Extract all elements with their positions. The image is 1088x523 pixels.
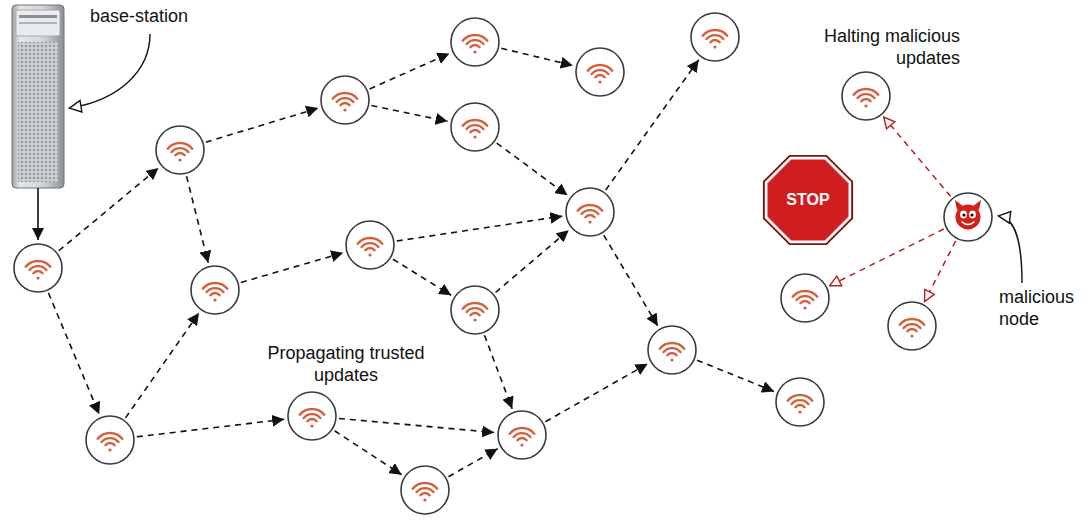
- sensor-node: [321, 76, 369, 124]
- leader-line: [70, 34, 150, 108]
- trusted-update-arrow: [397, 216, 563, 241]
- octagon-fill: [768, 160, 849, 241]
- annotation: Propagating trusted updates: [262, 343, 430, 386]
- leader-line: [999, 216, 1022, 283]
- octagon-border: [763, 155, 853, 245]
- sensor-node: [691, 13, 739, 61]
- sensor-node: [401, 466, 449, 514]
- sensor-node: [566, 188, 614, 236]
- sensor-node: [14, 244, 62, 292]
- stop-sign: STOP: [762, 154, 854, 246]
- stop-text: STOP: [786, 191, 829, 209]
- malicious-node-icon: [944, 193, 992, 241]
- trusted-update-arrow: [501, 48, 573, 65]
- sensor-node: [776, 378, 824, 426]
- trusted-update-arrow: [497, 143, 568, 195]
- malicious-update-arrow: [884, 117, 951, 196]
- sensor-node: [451, 18, 499, 66]
- octagon-ring: [765, 157, 851, 243]
- trusted-update-arrow: [187, 176, 209, 263]
- trusted-update-arrow: [137, 419, 284, 437]
- sensor-node: [576, 48, 624, 96]
- trusted-update-arrow: [370, 53, 450, 89]
- trusted-update-arrow: [545, 364, 647, 422]
- server-icon: [12, 5, 64, 188]
- sensor-node: [888, 302, 936, 350]
- base-station-link: [37, 188, 39, 240]
- trusted-update-arrow: [496, 230, 569, 292]
- trusted-update-arrow: [125, 313, 198, 418]
- sensor-node: [346, 221, 394, 269]
- sensor-node: [86, 416, 134, 464]
- trusted-update-arrow: [485, 335, 513, 409]
- annotation: Halting malicious updates: [808, 26, 960, 69]
- trusted-update-arrow: [339, 418, 494, 432]
- trusted-update-arrow: [697, 360, 774, 391]
- sensor-node: [648, 326, 696, 374]
- sensor-node: [498, 411, 546, 459]
- sensor-node: [288, 392, 336, 440]
- sensor-node: [451, 103, 499, 151]
- trusted-update-arrow: [241, 253, 343, 283]
- trusted-update-arrow: [206, 108, 318, 142]
- sensor-node: [451, 286, 499, 334]
- component-label: malicious node: [999, 287, 1083, 330]
- trusted-update-arrow: [604, 235, 658, 326]
- sensor-node: [781, 274, 829, 322]
- component-label: base-station: [90, 6, 260, 28]
- trusted-update-arrow: [448, 449, 497, 477]
- sensor-node: [191, 266, 239, 314]
- trusted-update-arrow: [371, 105, 447, 121]
- sensor-node: [842, 72, 890, 120]
- trusted-update-arrow: [393, 259, 451, 295]
- trusted-update-arrow: [335, 431, 402, 475]
- malicious-update-arrow: [830, 229, 944, 286]
- sensor-node: [156, 126, 204, 174]
- malicious-update-arrow: [925, 241, 956, 301]
- trusted-update-arrow: [59, 168, 159, 251]
- trusted-update-arrow: [48, 293, 99, 414]
